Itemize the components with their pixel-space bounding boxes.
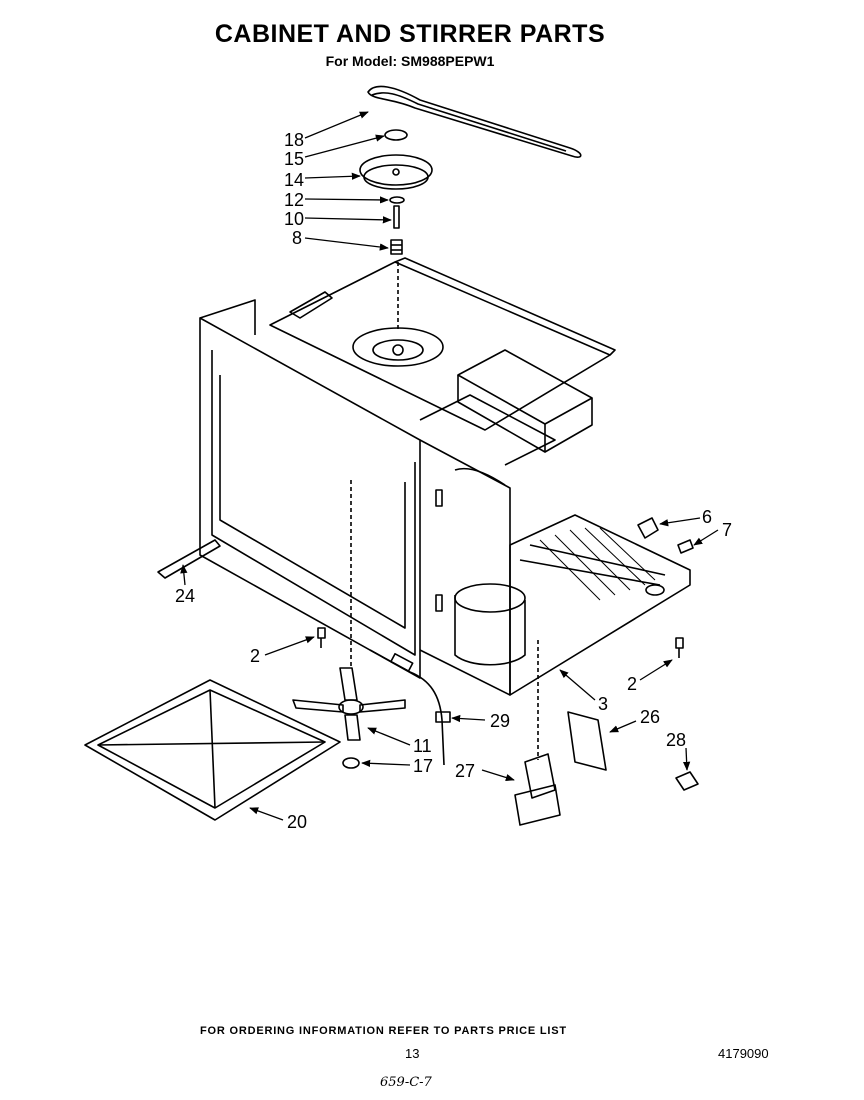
screw-right-part [675, 637, 684, 658]
screw-part [677, 539, 694, 554]
washer-part [389, 196, 405, 204]
stirrer-blade-part [359, 154, 433, 190]
callout-29: 29 [490, 711, 510, 731]
callout-27: 27 [455, 761, 475, 781]
callout-2-right: 2 [627, 674, 637, 694]
stirrer-shaft-part [393, 205, 400, 229]
cabinet-base [509, 514, 691, 696]
callout-2-left: 2 [250, 646, 260, 666]
callout-18: 18 [284, 130, 304, 150]
callout-14: 14 [284, 170, 304, 190]
insulator-part [567, 711, 607, 771]
connector-part [675, 771, 699, 791]
model-line: For Model: SM988PEPW1 [325, 53, 495, 69]
callout-6: 6 [702, 507, 712, 527]
callout-8: 8 [292, 228, 302, 248]
callout-3: 3 [598, 694, 608, 714]
cabinet-front-frame [199, 299, 421, 679]
ordering-note: FOR ORDERING INFORMATION REFER TO PARTS … [200, 1025, 567, 1037]
nut-part [342, 757, 360, 769]
callout-26: 26 [640, 707, 660, 727]
page-title: CABINET AND STIRRER PARTS [214, 20, 606, 48]
thermistor-probe-part [369, 649, 451, 766]
cabinet-side-panel [419, 439, 511, 696]
callout-11: 11 [413, 736, 432, 756]
screw-left-part [317, 627, 326, 648]
page-number: 13 [405, 1046, 420, 1061]
bottom-cover-part [84, 679, 341, 821]
callout-15: 15 [284, 149, 304, 169]
handwritten-note: 659-C-7 [380, 1075, 432, 1090]
callout-24: 24 [175, 586, 195, 606]
switch-housing-part [514, 640, 561, 826]
callout-20: 20 [287, 812, 307, 832]
control-module [419, 349, 593, 466]
bushing-part [390, 239, 403, 255]
stirrer-fan-part [292, 667, 406, 741]
document-number: 4179090 [718, 1046, 769, 1061]
bracket-part [157, 539, 221, 579]
stirrer-belt-part [367, 85, 582, 158]
callout-12: 12 [284, 190, 304, 210]
magnetron-cylinder [454, 583, 526, 666]
retaining-clip-part [384, 129, 408, 141]
cabinet-top [269, 257, 616, 431]
callout-10: 10 [284, 209, 304, 229]
callout-28: 28 [666, 730, 686, 750]
thermal-cutout-part [637, 517, 659, 539]
callout-17: 17 [413, 756, 433, 776]
callout-7: 7 [722, 520, 732, 540]
